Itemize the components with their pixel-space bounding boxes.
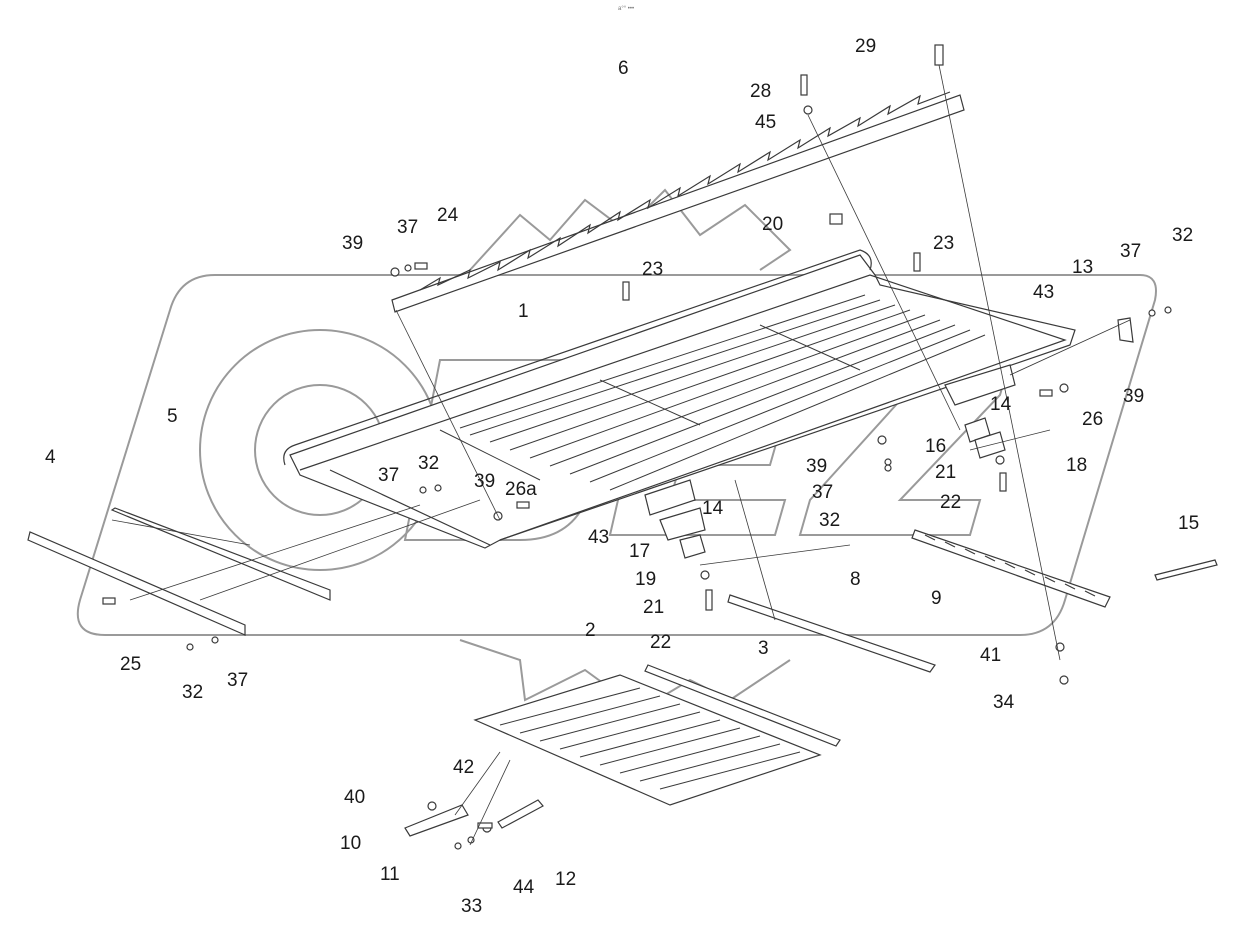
callout-40: 40	[344, 787, 366, 808]
callout-26: 26	[1082, 409, 1104, 430]
callout-43: 43	[588, 527, 610, 548]
callout-17: 17	[629, 541, 651, 562]
callout-12: 12	[555, 869, 577, 890]
callout-8: 8	[850, 569, 861, 590]
callout-44: 44	[513, 877, 535, 898]
callout-15: 15	[1178, 513, 1200, 534]
callout-43: 43	[1033, 282, 1055, 303]
callout-14: 14	[702, 498, 724, 519]
callout-32: 32	[1172, 225, 1194, 246]
callout-21: 21	[935, 462, 957, 483]
callout-29: 29	[855, 36, 877, 57]
callout-1: 1	[518, 301, 529, 322]
callout-16: 16	[925, 436, 947, 457]
callout-26a: 26a	[505, 479, 537, 500]
callout-37: 37	[378, 465, 400, 486]
callout-14: 14	[990, 394, 1012, 415]
callout-11: 11	[380, 864, 400, 885]
callout-37: 37	[227, 670, 249, 691]
callout-6: 6	[618, 58, 629, 79]
callout-4: 4	[45, 447, 56, 468]
callout-41: 41	[980, 645, 1002, 666]
callout-23: 23	[933, 233, 955, 254]
callout-42: 42	[453, 757, 475, 778]
callout-25: 25	[120, 654, 142, 675]
callout-19: 19	[635, 569, 657, 590]
callout-39: 39	[342, 233, 364, 254]
callout-2: 2	[585, 620, 596, 641]
callout-37: 37	[397, 217, 419, 238]
callout-37: 37	[1120, 241, 1142, 262]
callout-20: 20	[762, 214, 784, 235]
parts-linework	[27, 44, 1218, 850]
callout-32: 32	[418, 453, 440, 474]
callout-34: 34	[993, 692, 1015, 713]
callout-21: 21	[643, 597, 665, 618]
callout-23: 23	[642, 259, 664, 280]
callout-22: 22	[650, 632, 672, 653]
callout-28: 28	[750, 81, 772, 102]
callout-24: 24	[437, 205, 459, 226]
callout-37: 37	[812, 482, 834, 503]
callout-32: 32	[182, 682, 204, 703]
callout-13: 13	[1072, 257, 1094, 278]
callout-22: 22	[940, 492, 962, 513]
callout-3: 3	[758, 638, 769, 659]
callout-33: 33	[461, 896, 483, 917]
callout-18: 18	[1066, 455, 1088, 476]
callout-39: 39	[1123, 386, 1145, 407]
callout-39: 39	[806, 456, 828, 477]
callout-32: 32	[819, 510, 841, 531]
header-mark: a°° •••	[618, 6, 635, 12]
callout-5: 5	[167, 406, 178, 427]
callout-39: 39	[474, 471, 496, 492]
callout-45: 45	[755, 112, 777, 133]
callout-9: 9	[931, 588, 942, 609]
callout-10: 10	[340, 833, 362, 854]
